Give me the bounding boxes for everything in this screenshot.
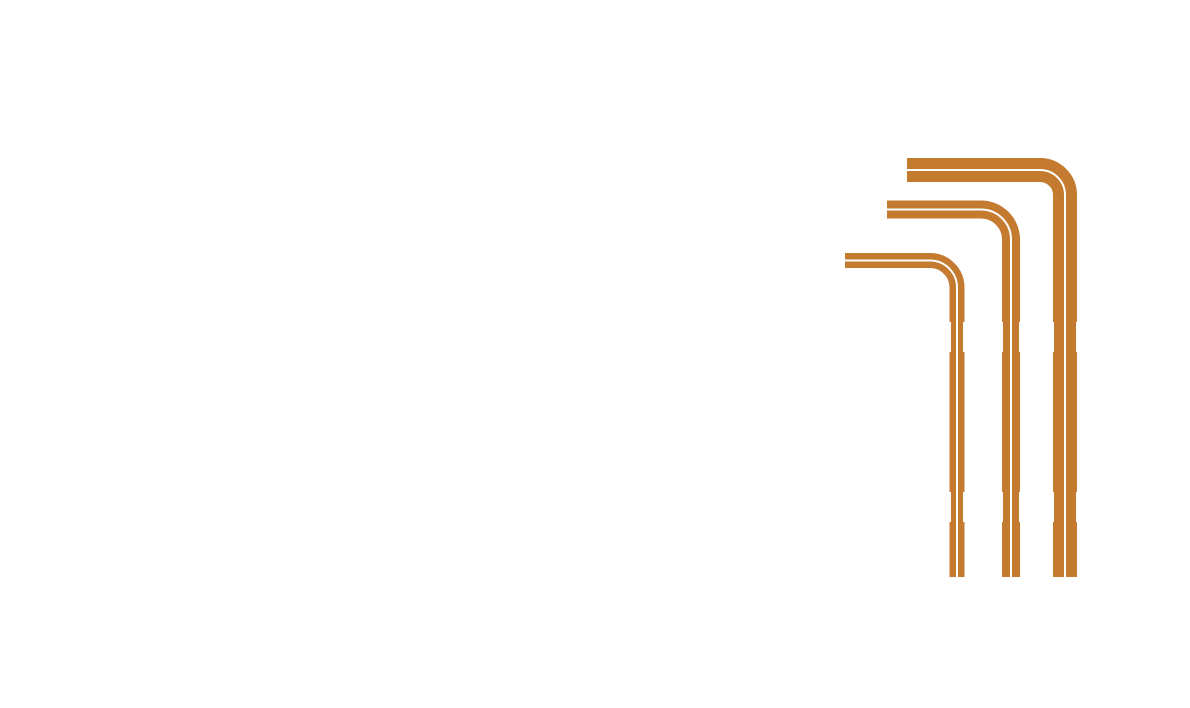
hex-key-large-highlight <box>907 169 1066 577</box>
hex-key-large <box>907 158 1079 577</box>
hex-key-medium-highlight <box>887 208 1012 577</box>
hex-key-small-body <box>845 253 965 577</box>
hex-key-small-highlight <box>845 259 958 577</box>
hex-key-large-notch-top-line <box>1064 322 1066 352</box>
hex-key-medium <box>887 200 1022 577</box>
hex-key-medium-notch-top-line <box>1010 322 1012 352</box>
hex-key-small-notch-top-line <box>956 322 958 352</box>
hex-key-large-notch-bottom-line <box>1064 492 1066 522</box>
hex-key-small <box>845 253 966 577</box>
hex-key-medium-notch-bottom-line <box>1010 492 1012 522</box>
hex-key-small-notch-bottom-line <box>956 492 958 522</box>
hex-key-large-body <box>907 158 1077 577</box>
